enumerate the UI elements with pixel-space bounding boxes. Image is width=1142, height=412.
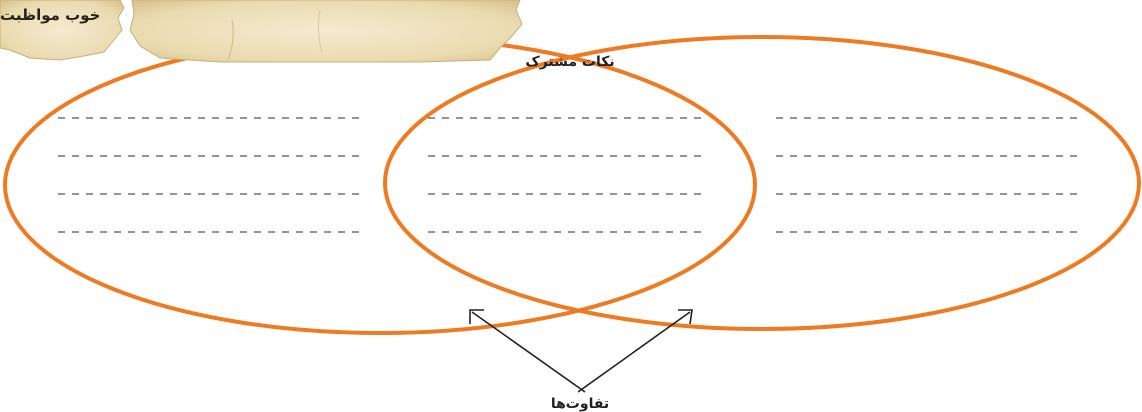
- middle-answer-lines: [428, 118, 705, 232]
- parchment-left-text: خوب مواظبت: [0, 6, 100, 24]
- left-oval: [5, 37, 755, 333]
- left-answer-lines: [58, 118, 365, 232]
- arrow-right: [578, 312, 690, 392]
- right-oval: [385, 37, 1139, 329]
- parchment-left: خوب مواظبت: [0, 0, 124, 60]
- arrow-left: [472, 312, 585, 392]
- parchment-right: [130, 0, 522, 62]
- common-points-label: نکات مشترک: [525, 54, 614, 70]
- differences-label: تفاوت‌ها: [551, 396, 609, 412]
- right-answer-lines: [776, 118, 1083, 232]
